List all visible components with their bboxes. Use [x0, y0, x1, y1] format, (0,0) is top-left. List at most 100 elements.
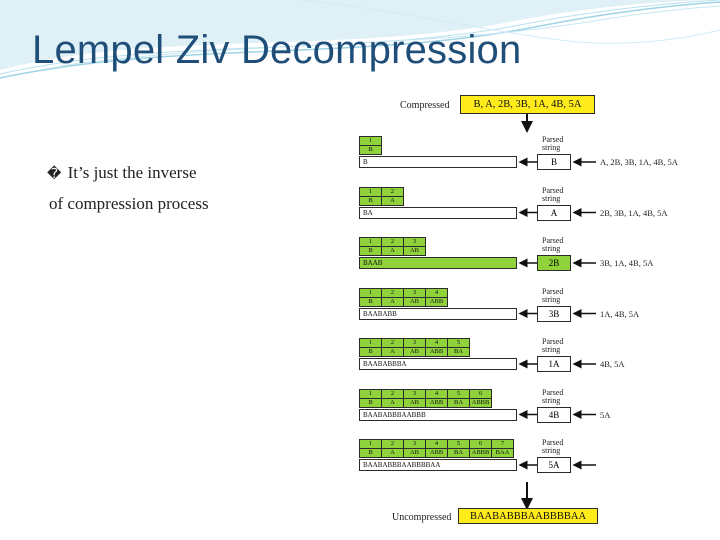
parsed-string-box: 4B: [537, 406, 571, 423]
dictionary-entry: A: [382, 247, 404, 256]
dictionary-entry: A: [382, 348, 404, 357]
parsed-string-box: B: [537, 154, 571, 170]
dictionary-entry: A: [382, 196, 404, 206]
output-string: BA: [359, 206, 517, 219]
output-string: BAAB: [359, 257, 517, 269]
uncompressed-label: Uncompressed: [392, 512, 452, 523]
dictionary-entry: BA: [448, 348, 470, 357]
parsed-string-box: A: [537, 204, 571, 221]
dictionary-index: 2: [382, 238, 404, 247]
output-string: BAABABBBAABBB: [359, 408, 517, 421]
dictionary-index: 1: [360, 440, 382, 449]
output-string: BAABABBBA: [359, 358, 517, 370]
dictionary-index: 3: [404, 339, 426, 348]
dictionary-index: 4: [426, 440, 448, 449]
dictionary-index: 3: [404, 288, 426, 298]
dictionary-index: 2: [382, 288, 404, 298]
dictionary-entry: AB: [404, 398, 426, 408]
dictionary-entry: ABBB: [470, 449, 492, 458]
dictionary-index: 7: [492, 440, 514, 449]
dictionary-entry: B: [360, 196, 382, 206]
dictionary-entry: B: [360, 398, 382, 408]
dictionary-entry: B: [360, 247, 382, 256]
dictionary-index: 4: [426, 389, 448, 399]
dictionary-index: 3: [404, 238, 426, 247]
slide-title: Lempel Ziv Decompression: [32, 28, 522, 72]
dictionary-entry: ABB: [426, 449, 448, 458]
output-string: BAABABBBAABBBBAA: [359, 459, 517, 471]
dictionary-entry: AB: [404, 348, 426, 357]
parsed-string-label: Parsed string: [542, 185, 564, 203]
compressed-label: Compressed: [400, 100, 450, 111]
dictionary-entry: A: [382, 297, 404, 307]
dictionary-index: 1: [360, 137, 382, 146]
dictionary-index: 5: [448, 440, 470, 449]
dictionary-entry: A: [382, 398, 404, 408]
parsed-string-box: 1A: [537, 356, 571, 372]
dictionary-index: 3: [404, 440, 426, 449]
remaining-codes: 2B, 3B, 1A, 4B, 5A: [600, 207, 668, 218]
parsed-string-label: Parsed string: [542, 286, 564, 304]
dictionary-index: 2: [382, 440, 404, 449]
dictionary-entry: AB: [404, 247, 426, 256]
bullet-text-line1: It’s just the inverse: [67, 163, 197, 182]
dictionary-entry: A: [382, 449, 404, 458]
dictionary-entry: ABBB: [470, 398, 492, 408]
dictionary-entry: B: [360, 348, 382, 357]
dictionary-entry: ABB: [426, 348, 448, 357]
dictionary-entry: B: [360, 297, 382, 307]
uncompressed-value-box: BAABABBBAABBBBAA: [458, 508, 598, 524]
output-string: BAABABB: [359, 307, 517, 320]
parsed-string-label: Parsed string: [542, 387, 564, 405]
dictionary-index: 1: [360, 389, 382, 399]
dictionary-entry: ABB: [426, 398, 448, 408]
dictionary-index: 2: [382, 187, 404, 197]
dictionary-index: 6: [470, 389, 492, 399]
dictionary-index: 4: [426, 339, 448, 348]
output-string: B: [359, 156, 517, 168]
dictionary-index: 2: [382, 339, 404, 348]
parsed-string-box: 2B: [537, 255, 571, 271]
dictionary-index: 4: [426, 288, 448, 298]
bullet-point: � It’s just the inverse of compression p…: [47, 158, 347, 218]
flow-arrows: [518, 114, 596, 510]
dictionary-index: 6: [470, 440, 492, 449]
dictionary-entry: BA: [448, 449, 470, 458]
parsed-string-label: Parsed string: [542, 236, 564, 253]
dictionary-index: 5: [448, 389, 470, 399]
bullet-glyph: �: [47, 166, 62, 182]
dictionary-entry: B: [360, 146, 382, 155]
dictionary-entry: AB: [404, 449, 426, 458]
dictionary-entry: BAA: [492, 449, 514, 458]
parsed-string-label: Parsed string: [542, 438, 564, 455]
parsed-string-box: 3B: [537, 305, 571, 322]
dictionary-entry: B: [360, 449, 382, 458]
dictionary-index: 5: [448, 339, 470, 348]
remaining-codes: 3B, 1A, 4B, 5A: [600, 258, 654, 268]
dictionary-index: 2: [382, 389, 404, 399]
remaining-codes: A, 2B, 3B, 1A, 4B, 5A: [600, 157, 678, 167]
compressed-value-box: B, A, 2B, 3B, 1A, 4B, 5A: [460, 95, 595, 114]
remaining-codes: 4B, 5A: [600, 359, 625, 369]
remaining-codes: 5A: [600, 409, 611, 420]
title-wave-decoration: [0, 0, 720, 79]
dictionary-index: 3: [404, 389, 426, 399]
dictionary-entry: AB: [404, 297, 426, 307]
dictionary-index: 1: [360, 238, 382, 247]
dictionary-index: 1: [360, 339, 382, 348]
parsed-string-label: Parsed string: [542, 135, 564, 152]
dictionary-index: 1: [360, 187, 382, 197]
dictionary-entry: ABB: [426, 297, 448, 307]
